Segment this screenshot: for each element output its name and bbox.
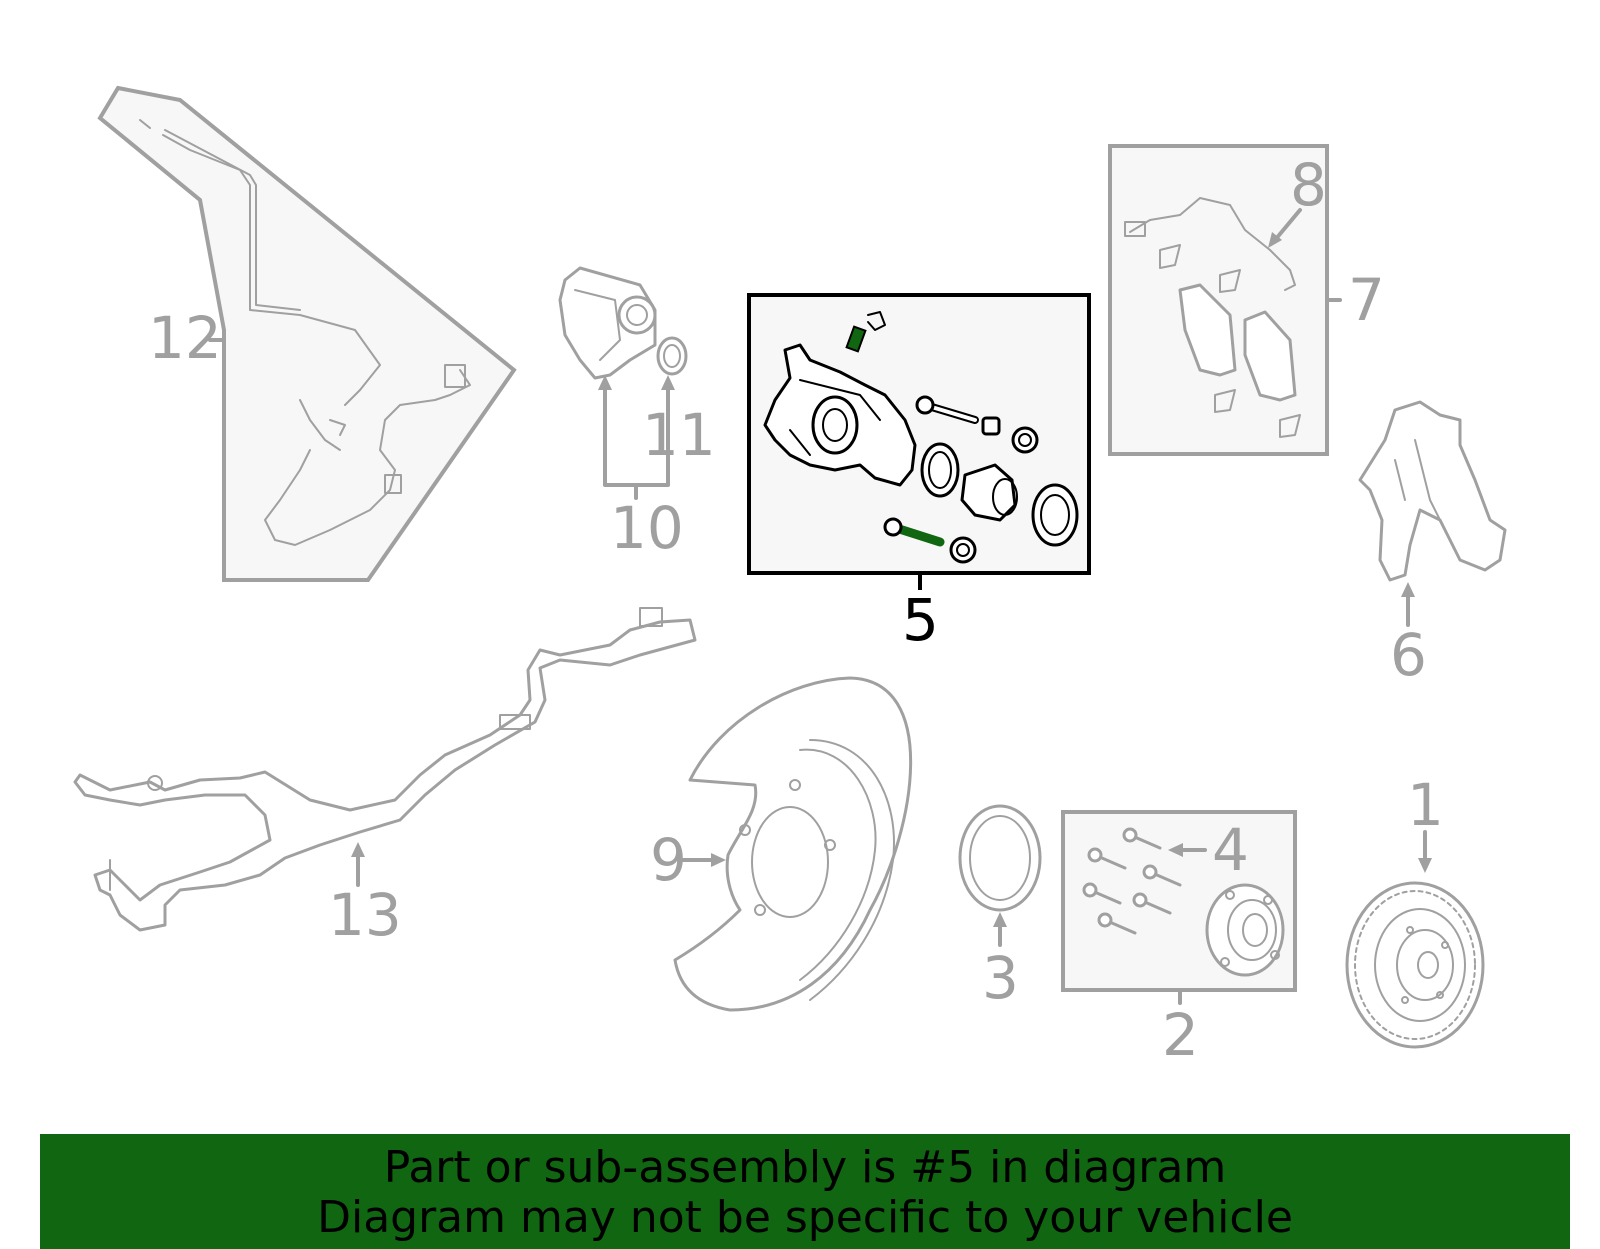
- callout-2: 2: [1162, 1001, 1199, 1069]
- part-13-wire-harness[interactable]: [73, 607, 697, 932]
- arrow-4: [1168, 843, 1183, 857]
- banner-line-highlight: Part or sub-assembly is #5 in diagram: [383, 1142, 1227, 1193]
- part-2-hub-assembly[interactable]: [1205, 883, 1285, 977]
- leader-8: [1273, 208, 1302, 242]
- part-12-bracket-and-line[interactable]: [97, 85, 517, 582]
- callout-7: 7: [1348, 266, 1385, 334]
- part-4-hub-bolts[interactable]: [1082, 827, 1182, 935]
- info-banner: Part or sub-assembly is #5 in diagram Di…: [40, 1134, 1570, 1249]
- part-9-dust-shield[interactable]: [673, 676, 913, 1012]
- part-5-caliper-kit[interactable]: [763, 311, 1079, 564]
- callout-12: 12: [148, 304, 222, 372]
- callout-6: 6: [1390, 621, 1427, 689]
- part-7-pad-set-box[interactable]: [1108, 144, 1329, 456]
- arrow-11: [661, 375, 675, 390]
- callout-13: 13: [328, 881, 402, 949]
- arrow-3: [993, 912, 1007, 927]
- part-3-seal-ring[interactable]: [958, 804, 1042, 912]
- part-7-pad-set[interactable]: [1124, 197, 1301, 438]
- arrow-8: [1268, 232, 1282, 248]
- arrow-9: [711, 853, 726, 867]
- callout-1: 1: [1407, 771, 1444, 839]
- callout-3: 3: [982, 944, 1019, 1012]
- arrow-1: [1418, 858, 1432, 873]
- part-10-caliper[interactable]: [558, 266, 657, 380]
- callout-5: 5: [902, 586, 939, 654]
- part-11-seal-ring[interactable]: [656, 336, 688, 376]
- callout-10: 10: [610, 494, 684, 562]
- callout-8: 8: [1290, 151, 1327, 219]
- part-6-caliper-bracket[interactable]: [1358, 400, 1507, 582]
- part-1-brake-rotor[interactable]: [1345, 881, 1485, 1049]
- arrow-6: [1401, 582, 1415, 597]
- arrow-10: [598, 375, 612, 390]
- banner-line-disclaimer: Diagram may not be specific to your vehi…: [317, 1192, 1293, 1243]
- callout-9: 9: [650, 826, 687, 894]
- callout-11: 11: [642, 401, 716, 469]
- arrow-13: [351, 842, 365, 857]
- callout-4: 4: [1212, 816, 1249, 884]
